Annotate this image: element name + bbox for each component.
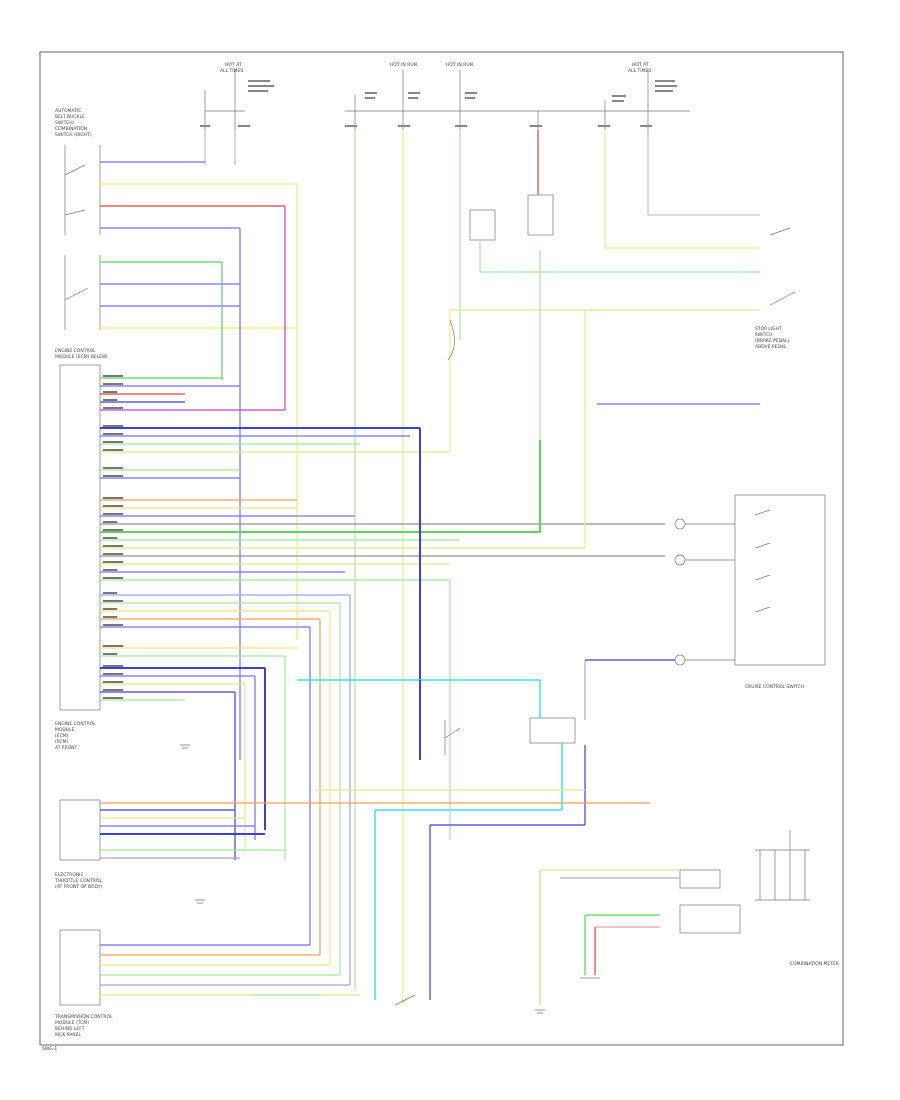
svg-text:SWITCH (RIGHT): SWITCH (RIGHT) xyxy=(55,132,92,138)
lower-center-relays xyxy=(444,717,576,755)
fuse-right-label: HOT AT xyxy=(632,62,649,68)
svg-text:CRUISE CONTROL SWITCH: CRUISE CONTROL SWITCH xyxy=(745,684,804,690)
svg-text:ALL TIMES: ALL TIMES xyxy=(220,68,243,74)
svg-text:MODULE: MODULE xyxy=(55,727,75,733)
diagram-frame xyxy=(39,51,844,1046)
svg-text:AT FRONT: AT FRONT xyxy=(55,745,78,751)
fuse-mid2-label: HOT IN RUN xyxy=(446,62,473,68)
transmission-control-module: TRANSMISSION CONTROL MODULE (TCM) BEHIND… xyxy=(54,929,113,1038)
fuse-mid1-label: HOT IN RUN xyxy=(390,62,417,68)
footer-code: SWG-1 xyxy=(42,1046,57,1052)
svg-text:BELT BUCKLE: BELT BUCKLE xyxy=(55,114,85,120)
svg-text:AUTOMATIC: AUTOMATIC xyxy=(55,108,82,114)
svg-text:MODULE (ECM) BELOW: MODULE (ECM) BELOW xyxy=(55,354,108,360)
svg-text:BEHIND LEFT: BEHIND LEFT xyxy=(55,1026,85,1032)
svg-text:ABOVE PEDAL: ABOVE PEDAL xyxy=(755,344,787,350)
svg-text:MODULE (TCM): MODULE (TCM) xyxy=(55,1020,89,1026)
svg-text:ENGINE CONTROL: ENGINE CONTROL xyxy=(55,721,96,727)
electronic-throttle-module: ELECTRONIC THROTTLE CONTROL (AT FRONT OF… xyxy=(54,799,103,890)
svg-text:STOP LIGHT: STOP LIGHT xyxy=(755,326,782,332)
belt-buckle-switch-module: AUTOMATIC BELT BUCKLE SWITCH/ COMBINATIO… xyxy=(55,108,101,235)
svg-text:(ECM): (ECM) xyxy=(55,733,69,739)
svg-text:ENGINE CONTROL: ENGINE CONTROL xyxy=(55,348,96,354)
power-feed-section: HOT AT ALL TIMES HOT IN RUN HOT IN RUN H… xyxy=(200,62,690,1005)
svg-text:KICK PANEL: KICK PANEL xyxy=(55,1032,82,1038)
svg-text:THROTTLE CONTROL: THROTTLE CONTROL xyxy=(54,878,102,884)
center-relay-component xyxy=(447,194,554,361)
svg-text:ALL TIMES: ALL TIMES xyxy=(628,68,651,74)
svg-text:ELECTRONIC: ELECTRONIC xyxy=(55,872,84,878)
combination-meter-section: COMBINATION METER xyxy=(679,830,839,967)
svg-text:SWITCH/: SWITCH/ xyxy=(55,120,75,126)
cruise-control-switch: CRUISE CONTROL SWITCH xyxy=(674,494,826,690)
second-switch-module xyxy=(64,255,101,330)
svg-text:SWITCH: SWITCH xyxy=(755,332,773,338)
svg-text:(BRAKE PEDAL): (BRAKE PEDAL) xyxy=(755,338,790,344)
svg-text:(AT FRONT OF BODY): (AT FRONT OF BODY) xyxy=(55,884,103,890)
svg-text:TRANSMISSION CONTROL: TRANSMISSION CONTROL xyxy=(54,1014,113,1020)
svg-text:COMBINATION: COMBINATION xyxy=(55,126,87,132)
stop-light-switch: STOP LIGHT SWITCH (BRAKE PEDAL) ABOVE PE… xyxy=(755,227,796,350)
svg-text:(PCM): (PCM) xyxy=(55,739,68,745)
main-ecm-connector: ENGINE CONTROL MODULE (ECM) BELOW ENGINE… xyxy=(55,348,108,751)
fuse-top-label: HOT AT xyxy=(225,62,242,68)
svg-text:COMBINATION METER: COMBINATION METER xyxy=(790,961,839,967)
